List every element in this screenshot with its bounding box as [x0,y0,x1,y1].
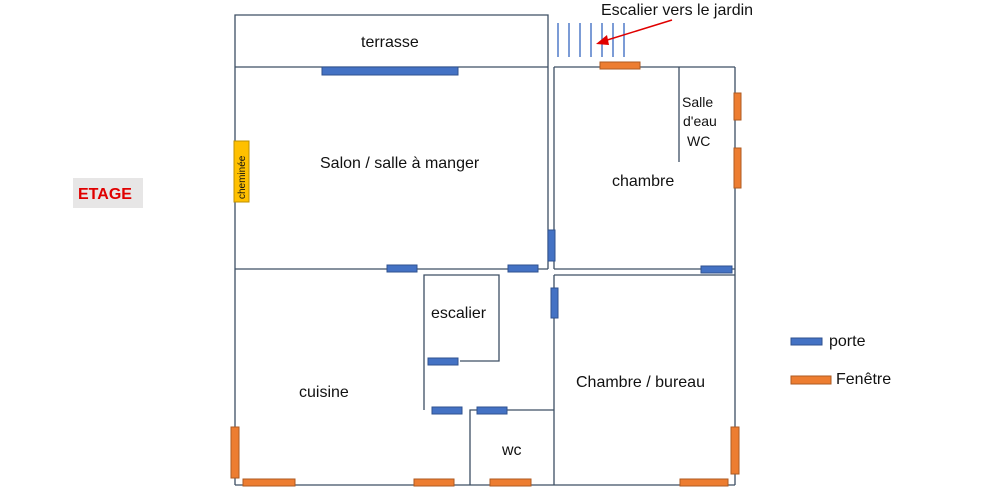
room-chambre: chambre [612,173,674,190]
window-cuisine-bottom-1 [242,478,296,487]
wall-escalier [423,274,500,410]
room-wc: wc [501,442,522,459]
window-salle-eau [733,92,742,121]
window-bureau-right [730,426,740,475]
door-cuisine-hall [431,406,463,415]
window-cuisine-bottom-2 [413,478,455,487]
arrow-head [596,35,609,45]
annotation-arrow [596,19,673,45]
wall-wc [469,409,554,485]
fireplace-block [233,140,250,203]
wall-terrasse [234,14,549,67]
door-wc [476,406,508,415]
door-salon-cuisine [386,264,418,273]
door-escalier [427,357,459,366]
arrow-line [603,19,673,42]
door-chambre-hall [700,265,733,274]
legend-door-swatch [790,337,823,346]
door-bureau [550,287,559,319]
door-salon-chambre [547,229,556,262]
window-chambre-top [599,61,641,70]
legend: porte Fenêtre [790,333,891,388]
window-chambre-right [733,147,742,189]
legend-door-label: porte [829,333,866,350]
room-salon: Salon / salle à manger [320,155,480,172]
floor-label: ETAGE [78,186,132,203]
garden-stairs [557,23,625,57]
legend-window-label: Fenêtre [836,371,891,388]
window-cuisine-left [230,426,240,479]
windows [230,61,742,487]
doors [321,66,733,415]
annotation-escalier-jardin: Escalier vers le jardin [601,2,753,19]
room-chambre-bureau: Chambre / bureau [576,374,705,391]
fireplace-label: cheminée [237,155,248,199]
door-terrasse-salon [321,66,459,76]
room-salle-eau-2: d'eau [683,113,717,129]
room-salle-eau-3: WC [687,133,710,149]
window-wc-bottom [489,478,532,487]
room-escalier: escalier [431,305,487,322]
room-cuisine: cuisine [299,384,349,401]
room-terrasse: terrasse [361,34,419,51]
floor-label-badge: ETAGE [73,178,143,208]
window-bureau-bottom [679,478,729,487]
floor-label-background [73,178,143,208]
fireplace: cheminée [233,140,250,203]
legend-window-swatch [790,375,832,385]
door-salon-hall [507,264,539,273]
room-salle-eau-1: Salle [682,94,713,110]
